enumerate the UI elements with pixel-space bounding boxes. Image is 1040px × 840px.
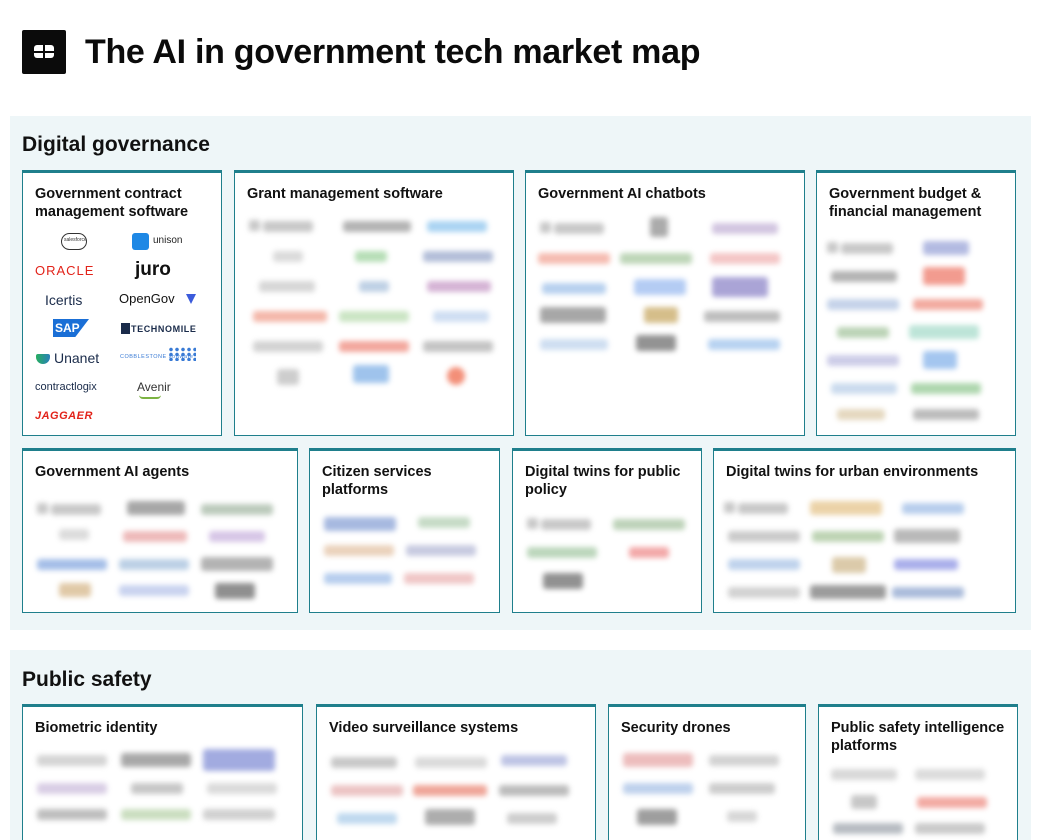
card-government-contract-management-software: Government contract management software …	[22, 170, 222, 436]
unanet-logo: Unanet	[54, 350, 100, 366]
juro-logo: juro	[135, 259, 171, 280]
unanet-mark	[36, 354, 50, 364]
blurred-logos	[819, 705, 1017, 840]
blurred-logos	[23, 449, 297, 612]
contractlogix-logo: contractlogix	[35, 381, 97, 393]
card-title: Video surveillance systems	[329, 720, 519, 736]
blurred-logos	[23, 705, 302, 840]
card-digital-twins-urban-environments: Digital twins for urban environments	[713, 448, 1016, 613]
page-header: The AI in government tech market map	[22, 30, 701, 74]
cobblestone-dots-icon	[168, 347, 196, 361]
opengov-logo: OpenGov	[119, 291, 175, 306]
section-title: Digital governance	[22, 133, 210, 156]
card-title: Security drones	[621, 720, 731, 736]
logo-grid: salesforce unison ORACLE juro Icertis Op…	[23, 171, 221, 435]
blurred-logos	[317, 705, 595, 840]
card-title: Citizen services platforms	[322, 464, 432, 498]
card-video-surveillance-systems: Video surveillance systems	[316, 704, 596, 840]
blurred-logos	[310, 449, 499, 612]
section-title: Public safety	[22, 668, 152, 691]
card-title: Government budget & financial management	[829, 186, 982, 220]
cobblestone-logo: COBBLESTONE software	[120, 354, 194, 360]
avenir-swoosh-icon	[139, 395, 161, 399]
blurred-logos	[513, 449, 701, 612]
card-title: Government AI chatbots	[538, 186, 706, 202]
card-security-drones: Security drones	[608, 704, 806, 840]
section-public-safety: Public safety Biometric identity Video s…	[10, 650, 1031, 840]
card-title: Government AI agents	[35, 464, 190, 480]
blurred-logos	[817, 171, 1015, 435]
card-title: Biometric identity	[35, 720, 158, 736]
card-title: Public safety intelligence platforms	[831, 720, 1005, 754]
cb-insights-logo-icon	[22, 30, 66, 74]
sap-logo: SAP	[55, 321, 80, 335]
blurred-logos	[235, 171, 513, 435]
technomile-mark	[121, 323, 130, 334]
card-government-budget-financial-management: Government budget & financial management	[816, 170, 1016, 436]
card-grant-management-software: Grant management software	[234, 170, 514, 436]
section-digital-governance: Digital governance Government contract m…	[10, 116, 1031, 630]
salesforce-logo-text: salesforce	[64, 237, 87, 243]
salesforce-logo	[61, 233, 87, 250]
icertis-logo: Icertis	[45, 292, 83, 308]
card-government-ai-agents: Government AI agents	[22, 448, 298, 613]
opengov-triangle-icon	[186, 294, 196, 304]
card-title: Grant management software	[247, 186, 443, 202]
card-biometric-identity: Biometric identity	[22, 704, 303, 840]
blurred-logos	[714, 449, 1015, 612]
card-title: Government contract management software	[35, 186, 189, 220]
blurred-logos	[609, 705, 805, 840]
oracle-logo: ORACLE	[35, 263, 95, 278]
card-public-safety-intelligence-platforms: Public safety intelligence platforms	[818, 704, 1018, 840]
unison-logo-mark	[132, 233, 149, 250]
technomile-logo: TECHNOMILE	[131, 324, 197, 334]
card-title: Digital twins for public policy	[525, 464, 681, 498]
card-government-ai-chatbots: Government AI chatbots	[525, 170, 805, 436]
page-title: The AI in government tech market map	[85, 32, 701, 71]
card-citizen-services-platforms: Citizen services platforms	[309, 448, 500, 613]
avenir-logo: Avenir	[137, 380, 171, 394]
blurred-logos	[526, 171, 804, 435]
jaggaer-logo: JAGGAER	[35, 410, 93, 422]
card-title: Digital twins for urban environments	[726, 464, 979, 480]
unison-logo: unison	[153, 235, 183, 246]
card-digital-twins-public-policy: Digital twins for public policy	[512, 448, 702, 613]
